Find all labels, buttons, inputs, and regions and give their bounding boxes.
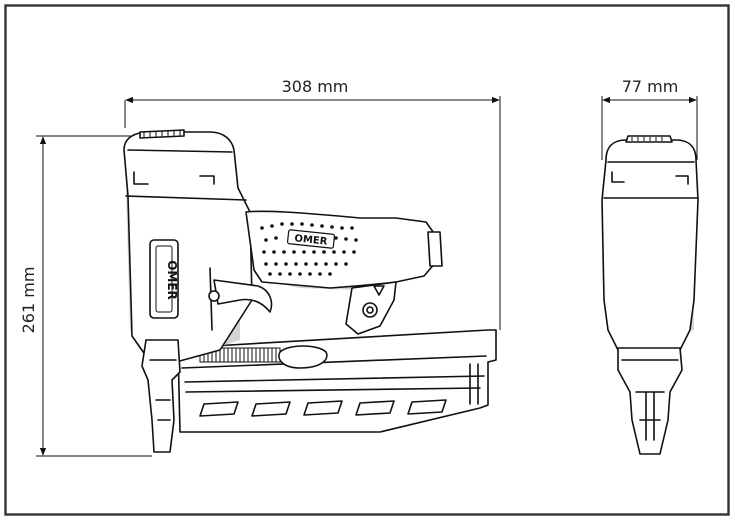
drawing-border [4,4,730,516]
width-dimension: 77 mm [601,77,698,160]
magazine-slots [199,399,447,417]
height-dimension: 261 mm [19,135,152,457]
nailer-side-view: OMER OMER [123,129,497,453]
nailer-front-view [601,135,699,455]
width-label: 77 mm [622,77,679,96]
length-label: 308 mm [282,77,349,96]
handle-grip [260,222,358,276]
brand-logo: OMER [165,260,179,300]
brand-plate: OMER [149,239,179,319]
length-dimension: 308 mm [124,77,501,330]
height-label: 261 mm [19,267,38,334]
svg-text:OMER: OMER [294,233,328,247]
handle-logo: OMER [286,229,336,249]
magazine-spring [199,345,328,369]
